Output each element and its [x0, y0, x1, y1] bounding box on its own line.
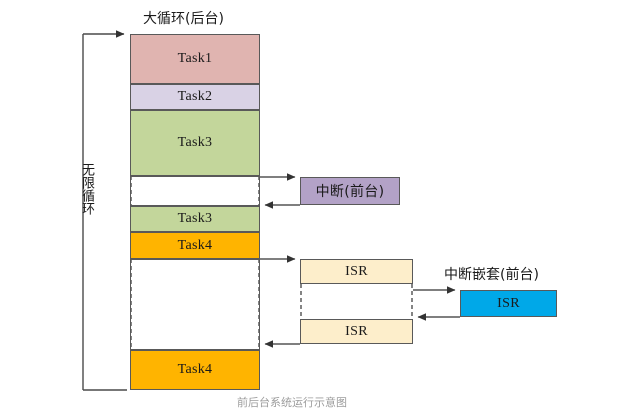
interrupt-block-0: 中断(前台) — [300, 177, 400, 205]
task-block-3: Task3 — [130, 206, 260, 232]
task-block-label-5: Task4 — [177, 362, 213, 377]
isr-block-1: ISR — [300, 319, 413, 344]
figure-caption: 前后台系统运行示意图 — [237, 396, 347, 409]
main-loop-title: 大循环(后台) — [143, 11, 224, 27]
isr-block-label-0: ISR — [345, 263, 368, 279]
nested-isr-block-label-0: ISR — [497, 295, 520, 311]
task-block-label-4: Task4 — [177, 237, 213, 253]
infinite-loop-label: 无限循环 — [79, 163, 94, 215]
interrupt-block-label-0: 中断(前台) — [315, 184, 385, 200]
nested-interrupt-title: 中断嵌套(前台) — [444, 267, 539, 283]
task-block-label-0: Task1 — [177, 51, 213, 66]
isr-block-0: ISR — [300, 259, 413, 284]
isr-block-label-1: ISR — [345, 323, 368, 339]
task-block-label-1: Task2 — [177, 89, 213, 104]
task-block-2: Task3 — [130, 110, 260, 176]
task-block-0: Task1 — [130, 34, 260, 84]
task-block-label-3: Task3 — [177, 211, 213, 226]
task-block-4: Task4 — [130, 232, 260, 259]
idle-gap-0 — [130, 176, 260, 206]
task-block-1: Task2 — [130, 84, 260, 110]
task-block-5: Task4 — [130, 350, 260, 390]
nested-isr-block-0: ISR — [460, 290, 557, 317]
task-block-label-2: Task3 — [177, 135, 213, 150]
idle-gap-1 — [130, 259, 260, 350]
